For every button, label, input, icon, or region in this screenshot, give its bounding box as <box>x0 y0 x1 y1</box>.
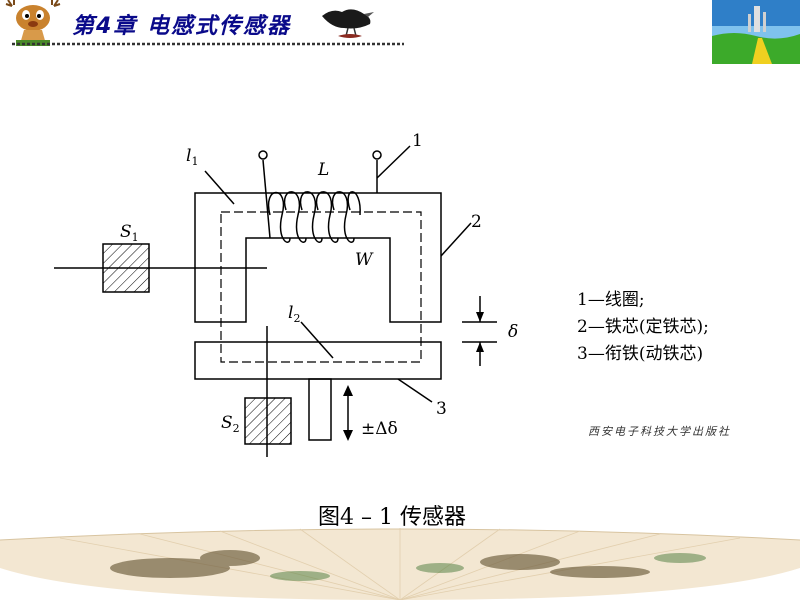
leader-2 <box>440 222 472 257</box>
legend-item-coil: 1—线圈; <box>577 290 645 310</box>
terminal-left <box>258 150 268 160</box>
label-L: L <box>317 160 329 180</box>
legend-item-core: 2—铁芯(定铁芯); <box>577 317 709 337</box>
s2-block <box>244 397 292 445</box>
publisher-name: 西安电子科技大学出版社 <box>588 425 731 438</box>
slide-header: 第4章 电感式传感器 <box>0 0 800 48</box>
coil-winding <box>267 191 361 243</box>
label-S2: S2 <box>221 413 240 435</box>
chapter-title: 第4章 电感式传感器 <box>72 14 291 39</box>
leader-1 <box>376 145 411 179</box>
legend-item-armature: 3—衔铁(动铁芯) <box>577 344 704 364</box>
armature-stem <box>308 378 332 441</box>
label-l2: l2 <box>288 303 300 325</box>
iron-core <box>194 192 442 323</box>
magnetic-path <box>220 211 422 363</box>
armature <box>194 341 442 380</box>
label-W: W <box>355 250 374 270</box>
label-1: 1 <box>412 131 423 151</box>
figure-caption: 图4 – 1 传感器 <box>318 505 466 530</box>
terminal-right <box>372 150 382 160</box>
leader-l1 <box>204 170 235 205</box>
fan-painting-decoration <box>0 528 800 600</box>
leader-3 <box>397 378 433 403</box>
label-l1: l1 <box>186 146 198 168</box>
coil-lead-left <box>262 159 271 239</box>
label-3: 3 <box>436 399 447 419</box>
label-S1: S1 <box>120 222 139 244</box>
leader-l2 <box>300 321 334 359</box>
legend: 1—线圈; 2—铁芯(定铁芯); 3—衔铁(动铁芯) <box>577 287 709 368</box>
landscape-picture-icon <box>712 0 800 64</box>
label-2: 2 <box>471 212 482 232</box>
label-pm-delta: ±Δδ <box>361 419 398 439</box>
header-divider <box>12 42 404 46</box>
s1-block <box>102 243 150 293</box>
label-delta: δ <box>508 322 518 342</box>
crow-icon <box>322 9 374 38</box>
